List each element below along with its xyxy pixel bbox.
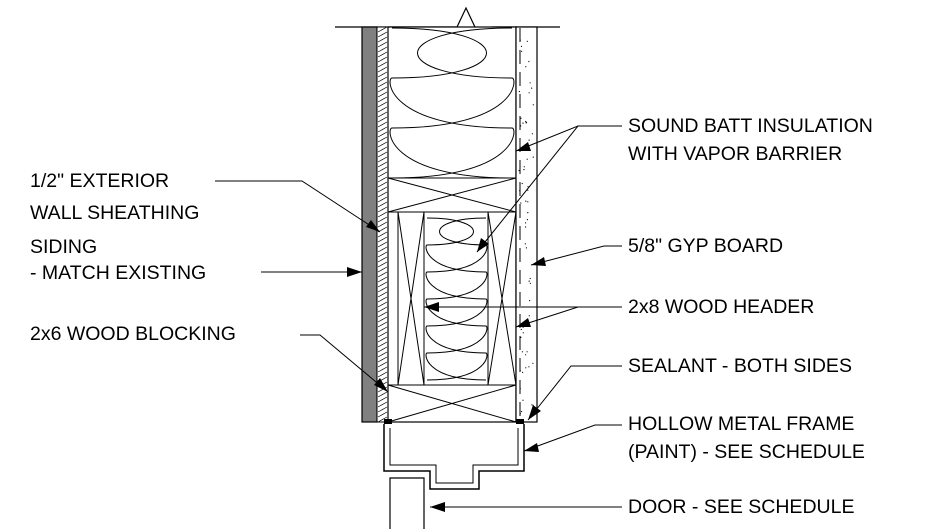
- leader-insulation-2: [476, 125, 579, 253]
- leader-frame: [523, 424, 622, 452]
- hollow-metal-frame: [383, 424, 525, 490]
- leader-sealant: [527, 365, 622, 421]
- header-insulation-batt: [425, 217, 488, 381]
- arrow-gyp: [531, 257, 546, 266]
- arrow-insulation-1: [516, 142, 531, 151]
- leader-gyp: [530, 245, 622, 266]
- leader-blocking: [300, 334, 389, 393]
- hollow-metal-frame-inner: [389, 428, 519, 484]
- label-sheathing-line1: 1/2" EXTERIOR: [30, 170, 170, 192]
- label-blocking: 2x6 WOOD BLOCKING: [30, 323, 236, 345]
- arrow-door: [430, 502, 445, 512]
- label-sealant: SEALANT - BOTH SIDES: [628, 355, 852, 377]
- label-gyp-board: 5/8" GYP BOARD: [628, 235, 784, 257]
- label-frame-line2: (PAINT) - SEE SCHEDULE: [628, 441, 865, 463]
- arrow-header-2: [424, 302, 439, 312]
- label-sheathing-line2: WALL SHEATHING: [30, 202, 200, 224]
- label-door: DOOR - SEE SCHEDULE: [628, 496, 855, 518]
- arrow-blocking: [374, 378, 388, 392]
- label-insulation-line1: SOUND BATT INSULATION: [628, 115, 873, 137]
- label-header: 2x8 WOOD HEADER: [628, 296, 815, 318]
- arrow-sheathing: [366, 220, 380, 232]
- leaders: [215, 125, 622, 508]
- arrow-sealant: [528, 405, 541, 420]
- sheathing: [376, 26, 389, 423]
- leader-sheathing: [215, 180, 381, 233]
- label-insulation-line2: WITH VAPOR BARRIER: [628, 143, 843, 165]
- arrow-insulation-2: [477, 238, 489, 252]
- arrow-frame: [524, 443, 539, 452]
- gyp-board: [515, 26, 538, 423]
- door: [389, 477, 425, 529]
- wood-header: [387, 211, 517, 386]
- arrowheads: [347, 142, 546, 512]
- upper-insulation-batt: [389, 27, 515, 179]
- stud-cavity: [387, 26, 517, 423]
- label-frame-line1: HOLLOW METAL FRAME: [628, 413, 855, 435]
- sealant: [384, 419, 524, 424]
- arrow-header-1: [516, 318, 531, 327]
- label-siding-line1: SIDING: [30, 236, 98, 258]
- arrow-siding: [347, 267, 362, 277]
- label-siding-line2: - MATCH EXISTING: [30, 262, 207, 284]
